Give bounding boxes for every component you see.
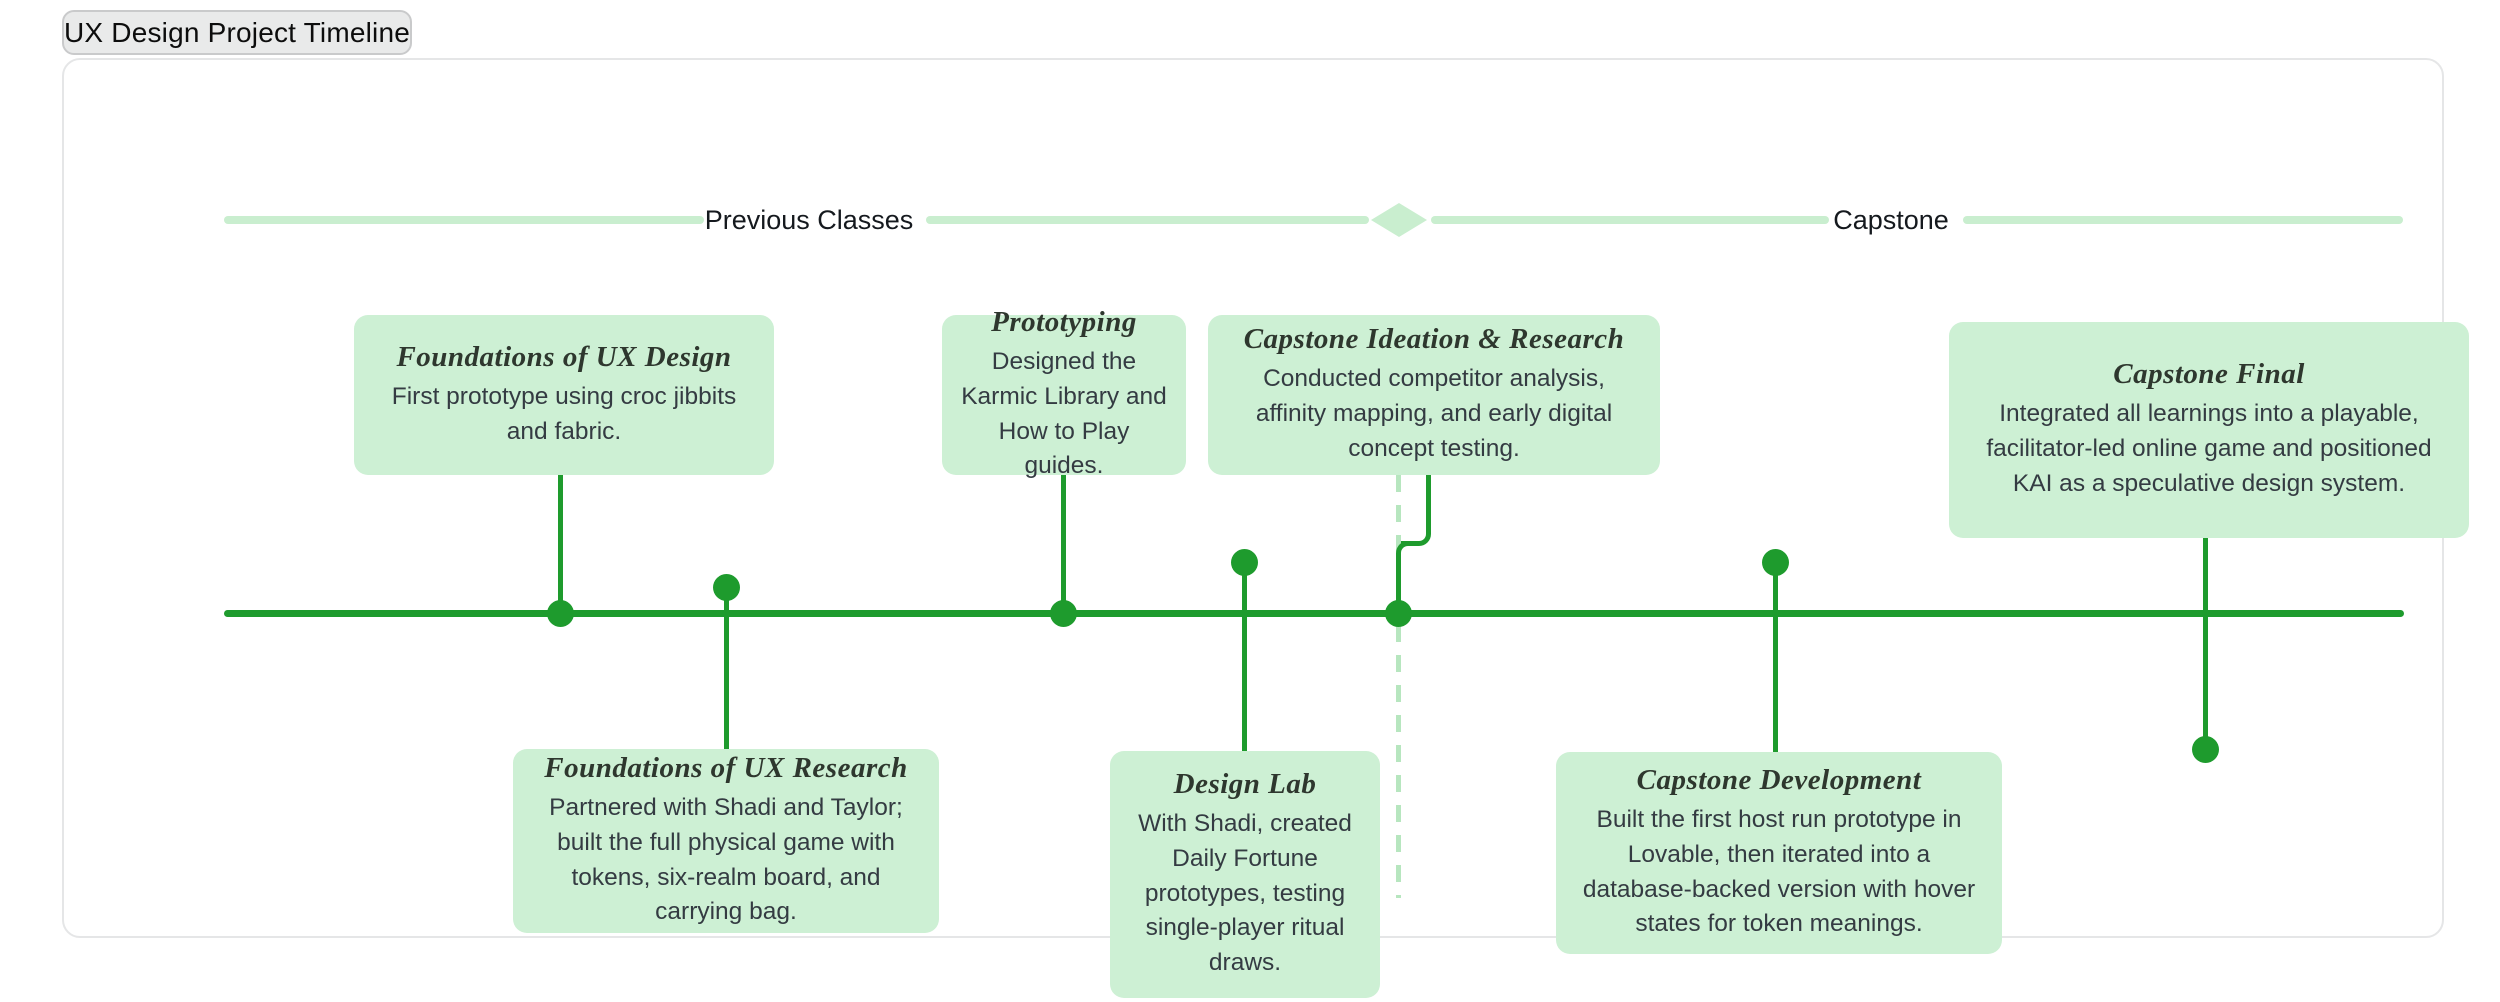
- event-title: Design Lab: [1173, 768, 1317, 801]
- timeline-node-dot: [1762, 549, 1789, 576]
- connector-capstone-ideation-elbow-lower: [1396, 541, 1411, 613]
- event-title: Foundations of UX Design: [396, 340, 732, 373]
- event-card-foundations-of-ux-research: Foundations of UX Research Partnered wit…: [513, 749, 939, 933]
- event-card-foundations-of-ux-design: Foundations of UX Design First prototype…: [354, 315, 774, 475]
- event-title: Capstone Final: [2113, 358, 2305, 391]
- connector-design-lab: [1242, 572, 1247, 752]
- section-label-capstone: Capstone: [1833, 205, 1949, 235]
- header-rule-segment: [1431, 216, 1829, 224]
- event-title: Foundations of UX Research: [544, 751, 908, 784]
- timeline-node-dot: [1231, 549, 1258, 576]
- event-description: Partnered with Shadi and Taylor; built t…: [549, 793, 903, 926]
- event-description: Designed the Karmic Library and How to P…: [961, 347, 1167, 480]
- connector-foundations-of-ux-research: [724, 598, 729, 750]
- connector-foundations-of-ux-design: [558, 475, 563, 614]
- timeline-card: Previous Classes Capstone Foundations of…: [62, 58, 2469, 998]
- header-rule-segment: [926, 216, 1369, 224]
- timeline-node-dot: [1050, 600, 1077, 627]
- event-card-prototyping: Prototyping Designed the Karmic Library …: [942, 306, 1186, 479]
- event-card-capstone-ideation-research: Capstone Ideation & Research Conducted c…: [1208, 315, 1660, 475]
- connector-capstone-final: [2203, 538, 2208, 742]
- event-card-capstone-final: Capstone Final Integrated all learnings …: [1949, 322, 2469, 538]
- event-description: Integrated all learnings into a playable…: [1986, 400, 2432, 497]
- timeline-node-dot: [547, 600, 574, 627]
- event-description: With Shadi, created Daily Fortune protot…: [1138, 810, 1352, 977]
- event-title: Prototyping: [991, 305, 1137, 338]
- section-divider-dashed-line: [1396, 475, 1401, 898]
- event-title: Capstone Ideation & Research: [1243, 323, 1625, 356]
- page-title: UX Design Project Timeline: [62, 10, 412, 55]
- timeline-node-dot: [2192, 736, 2219, 763]
- event-title: Capstone Development: [1636, 763, 1922, 796]
- event-description: Built the first host run prototype in Lo…: [1582, 805, 1976, 938]
- timeline-node-dot: [1385, 600, 1412, 627]
- timeline-axis: [224, 610, 2404, 617]
- event-card-design-lab: Design Lab With Shadi, created Daily For…: [1110, 751, 1380, 998]
- header-rule-segment: [224, 216, 704, 224]
- event-description: Conducted competitor analysis, affinity …: [1255, 365, 1613, 462]
- section-label-previous-classes: Previous Classes: [704, 205, 914, 235]
- event-card-capstone-development: Capstone Development Built the first hos…: [1556, 752, 2002, 954]
- header-rule-segment: [1963, 216, 2403, 224]
- connector-capstone-ideation-elbow-upper: [1401, 475, 1431, 546]
- timeline-node-dot: [713, 574, 740, 601]
- diamond-icon: [1371, 203, 1427, 237]
- connector-prototyping: [1061, 475, 1066, 614]
- event-description: First prototype using croc jibbits and f…: [391, 382, 737, 445]
- connector-capstone-development: [1773, 572, 1778, 753]
